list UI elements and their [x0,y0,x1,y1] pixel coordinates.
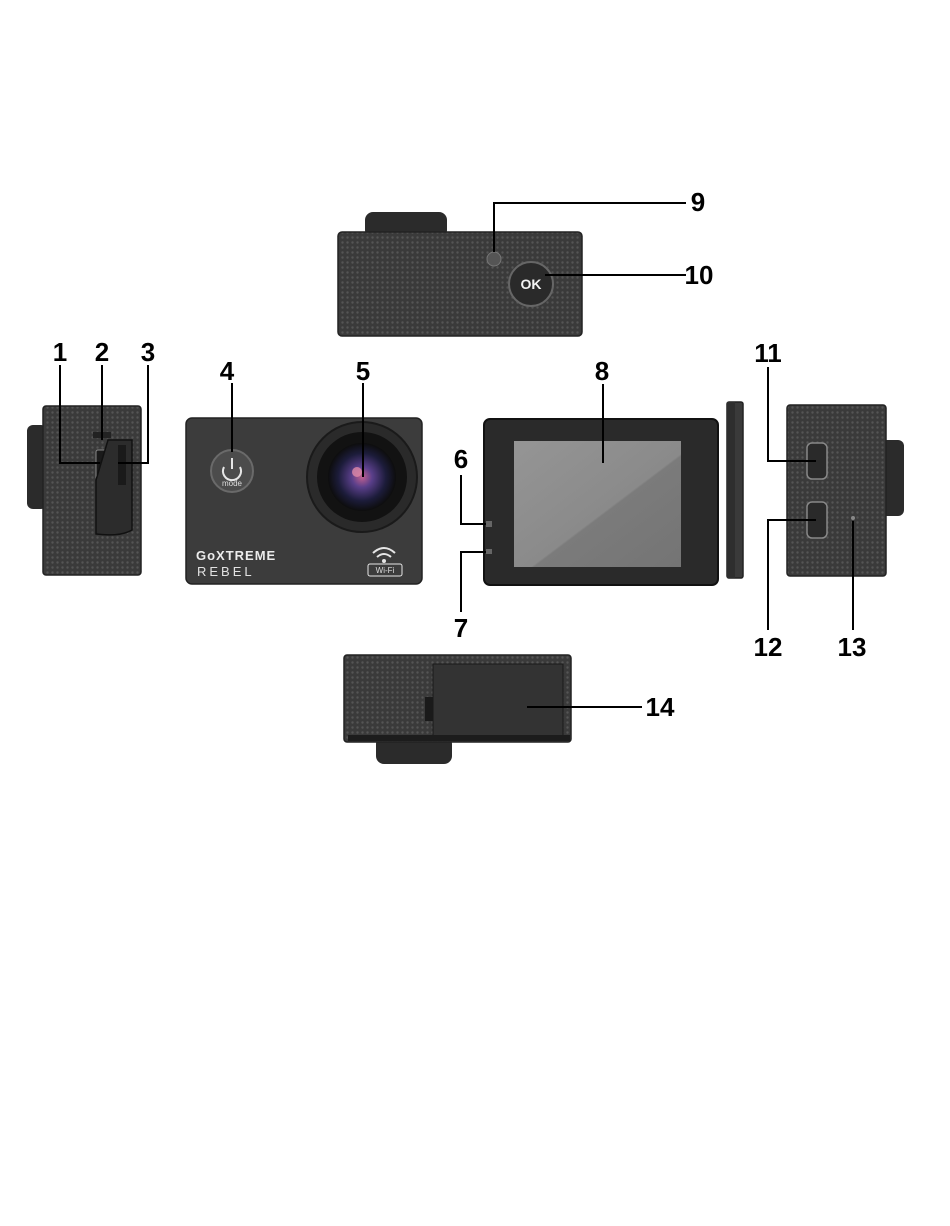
mode-label: mode [222,479,243,488]
callout-4: 4 [220,356,235,386]
wifi-label: Wi-Fi [376,566,395,575]
ok-button-label: OK [521,276,542,292]
callout-3: 3 [141,337,155,367]
callout-2: 2 [95,337,109,367]
camera-left-view [27,406,141,575]
camera-right-view [787,405,904,576]
camera-back-view [484,419,718,585]
status-indicator-7 [486,549,492,554]
callout-13: 13 [838,632,867,662]
camera-bottom-view [344,655,571,764]
camera-front-view: mode GoXTREME REBEL Wi-Fi [186,418,422,584]
status-indicator-6 [486,521,492,527]
power-indicator [487,252,501,266]
callout-12: 12 [754,632,783,662]
battery-cover [433,664,563,738]
callout-11: 11 [754,338,782,368]
callout-6: 6 [454,444,468,474]
callout-1: 1 [53,337,67,367]
lcd-screen [514,441,681,567]
brand-logo: GoXTREME [196,548,276,563]
leader-7 [461,552,486,612]
camera-thin-side-view [727,402,743,578]
callout-8: 8 [595,356,609,386]
callout-7: 7 [454,613,468,643]
power-mode-button: mode [211,450,253,492]
callout-14: 14 [646,692,675,722]
leader-6 [461,475,486,524]
microphone [851,516,855,520]
callout-9: 9 [691,187,705,217]
callout-5: 5 [356,356,370,386]
ok-button: OK [509,262,553,306]
callout-10: 10 [685,260,714,290]
model-name: REBEL [197,564,255,579]
